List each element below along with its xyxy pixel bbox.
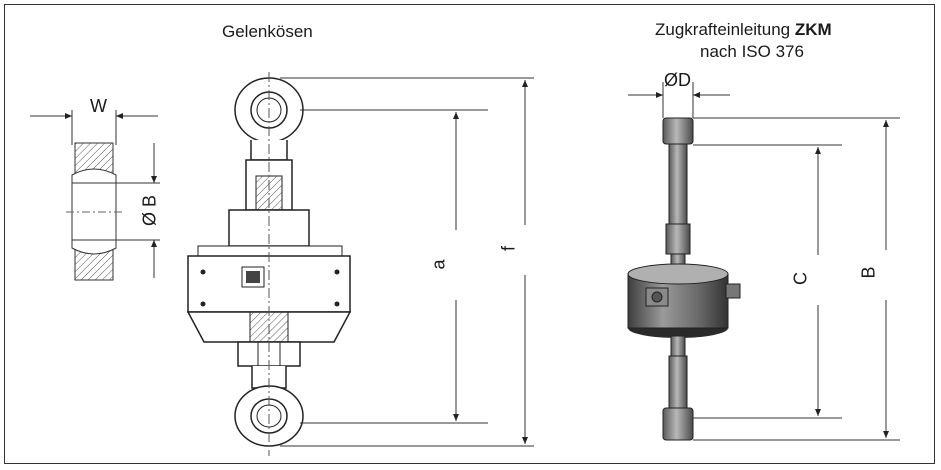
title-right-prefix: Zugkrafteinleitung <box>655 20 795 39</box>
dim-label-c: C <box>790 272 811 285</box>
drawing-frame <box>4 4 935 464</box>
dim-label-f: f <box>498 246 519 252</box>
dim-label-dia-d: ØD <box>664 70 691 90</box>
dim-label-w: W <box>90 96 107 116</box>
dim-label-dia-b: Ø B <box>139 195 160 227</box>
title-right-bold: ZKM <box>794 20 832 39</box>
loadcell-with-eyes <box>186 72 534 456</box>
title-left: Gelenkösen <box>222 22 313 41</box>
dim-label-b: B <box>858 266 879 279</box>
bearing-section <box>30 110 160 281</box>
dim-label-a: a <box>428 259 449 270</box>
zkm-device <box>627 82 900 441</box>
title-right: Zugkrafteinleitung ZKM <box>655 20 832 40</box>
title-right-line2: nach ISO 376 <box>700 42 804 61</box>
